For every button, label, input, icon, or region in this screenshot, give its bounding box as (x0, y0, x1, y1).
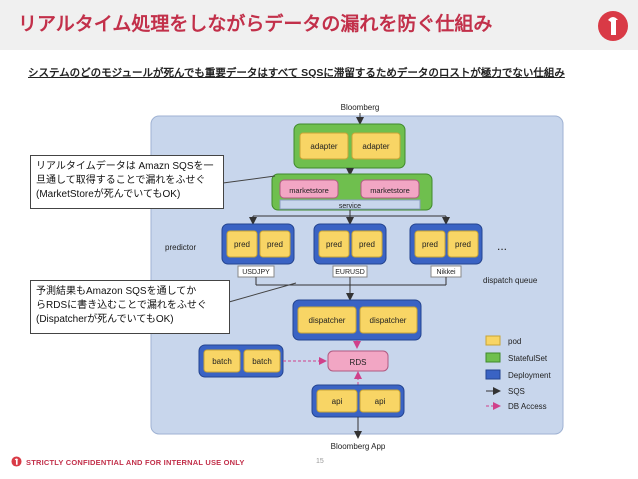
pred-pod-4 (351, 230, 383, 258)
footer-logo-icon (11, 456, 22, 467)
api-pod-1 (316, 389, 358, 413)
batch-pod-1 (203, 349, 241, 373)
pred-label-3: pred (326, 240, 342, 249)
api-label-2: api (375, 397, 386, 406)
marketstore-db-1 (279, 179, 339, 199)
page-number: 15 (316, 458, 324, 465)
callout-marketstore: リアルタイムデータは Amazn SQSを一 旦通して取得することで漏れをふせぐ… (30, 155, 224, 209)
adapter-pod-2 (351, 132, 401, 160)
batch-label-1: batch (212, 357, 232, 366)
queue-label-nikkei: Nikkei (436, 269, 456, 276)
batch-pod-2 (243, 349, 281, 373)
company-logo-icon (598, 11, 628, 41)
adapter-pod-1 (299, 132, 349, 160)
legend-statefulset-label: StatefulSet (508, 354, 548, 363)
dispatcher-label-1: dispatcher (309, 316, 346, 325)
service-bar (279, 199, 421, 210)
callout-dispatcher-line-2: らRDSに書き込むことで漏れをふせぐ (36, 300, 207, 311)
callout-marketstore-line-1: リアルタイムデータは Amazn SQSを一 (36, 161, 214, 172)
legend-pod-swatch (485, 335, 501, 346)
predictor-label: predictor (165, 243, 196, 252)
subtitle: システムのどのモジュールが死んでも重要データはすべて SQSに滞留するためデータ… (28, 67, 565, 79)
pred-label-4: pred (359, 240, 375, 249)
pred-pod-6 (447, 230, 479, 258)
dispatcher-label-2: dispatcher (370, 316, 407, 325)
pred-label-6: pred (455, 240, 471, 249)
dispatcher-pod-1 (297, 306, 357, 334)
legend-deployment-swatch (485, 369, 501, 380)
callout-dispatcher-line-1: 予測結果もAmazon SQSを通してか (36, 286, 197, 297)
marketstore-label-2: marketstore (370, 186, 410, 195)
rds-label: RDS (350, 358, 367, 367)
title-bar (0, 0, 638, 50)
dispatcher-pod-2 (359, 306, 418, 334)
api-label-1: api (332, 397, 343, 406)
bloomberg-app-label: Bloomberg App (331, 442, 386, 451)
pred-pod-3 (318, 230, 350, 258)
adapter-label-1: adapter (310, 142, 337, 151)
pred-pod-5 (414, 230, 446, 258)
pred-label-2: pred (267, 240, 283, 249)
callout-marketstore-line-3: (MarketStoreが死んでいてもOK) (36, 189, 181, 200)
legend-pod-label: pod (508, 337, 521, 346)
pred-label-1: pred (234, 240, 250, 249)
batch-label-2: batch (252, 357, 272, 366)
legend-deployment-label: Deployment (508, 371, 551, 380)
service-label: service (339, 203, 361, 210)
callout-marketstore-line-2: 旦通して取得することで漏れをふせぐ (36, 175, 206, 186)
bloomberg-source-label: Bloomberg (341, 103, 380, 112)
callout-dispatcher-line-3: (Dispatcherが死んでいてもOK) (36, 314, 174, 325)
queue-label-usdjpy: USDJPY (242, 269, 270, 276)
legend-db-access-label: DB Access (508, 402, 547, 411)
callout-dispatcher: 予測結果もAmazon SQSを通してか らRDSに書き込むことで漏れをふせぐ … (30, 280, 230, 334)
queue-label-eurusd: EURUSD (335, 269, 365, 276)
confidential-footer: STRICTLY CONFIDENTIAL AND FOR INTERNAL U… (26, 458, 245, 467)
adapter-label-2: adapter (362, 142, 389, 151)
legend-statefulset-swatch (485, 352, 501, 363)
api-pod-2 (359, 389, 401, 413)
pred-label-5: pred (422, 240, 438, 249)
legend-sqs-label: SQS (508, 387, 525, 396)
marketstore-db-2 (360, 179, 420, 199)
marketstore-label-1: marketstore (289, 186, 329, 195)
pred-pod-2 (259, 230, 291, 258)
more-pred-ellipsis: ... (497, 239, 507, 253)
dispatch-queue-label: dispatch queue (483, 276, 538, 285)
pred-pod-1 (226, 230, 258, 258)
page-title: リアルタイム処理をしながらデータの漏れを防ぐ仕組み (18, 14, 493, 35)
